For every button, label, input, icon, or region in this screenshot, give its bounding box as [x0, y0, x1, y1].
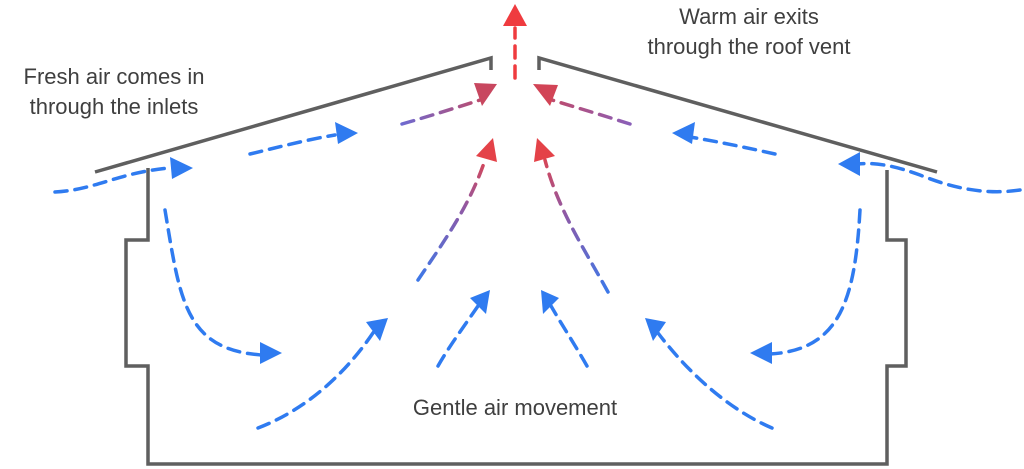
arrowhead-inlet-right	[838, 152, 860, 176]
center-left-flow-path	[436, 304, 480, 368]
arrowhead-warm-right-rise	[534, 138, 555, 162]
right-wall-flow-path	[768, 208, 862, 356]
inlet-right-path	[856, 161, 1022, 194]
arrowhead-center-left	[470, 290, 490, 314]
arrowhead-right-wall	[750, 342, 772, 364]
warm-upper-right-path	[550, 98, 632, 126]
left-roof	[94, 55, 493, 174]
fresh-air-paths	[53, 133, 1022, 430]
arrowhead-warm-upper-right	[533, 84, 558, 106]
arrowhead-left-wall	[260, 342, 282, 364]
warm-air-arrowheads	[474, 4, 558, 162]
inlet-label-line2: through the inlets	[29, 94, 199, 119]
inlet-left-path	[53, 166, 172, 194]
warm-upper-left-path	[400, 98, 482, 126]
arrowhead-inlet-left-upper	[335, 122, 358, 144]
inlet-label: Fresh air comes in through the inlets	[0, 62, 228, 122]
arrowhead-left-lower	[366, 318, 388, 341]
right-lower-flow-path	[656, 331, 774, 430]
left-wall-flow-path	[163, 208, 264, 357]
left-lower-flow-path	[256, 328, 377, 430]
center-label-text: Gentle air movement	[412, 395, 618, 420]
warm-right-rise-path	[543, 158, 610, 294]
vent-label: Warm air exits through the roof vent	[610, 2, 888, 62]
inlet-label-line1: Fresh air comes in	[23, 64, 205, 89]
arrowhead-inlet-left	[170, 157, 193, 179]
vent-label-line2: through the roof vent	[647, 34, 851, 59]
center-label: Gentle air movement	[370, 393, 660, 423]
arrowhead-warm-upper-left	[474, 83, 497, 106]
inlet-right-upper-path	[688, 135, 777, 156]
warm-air-paths	[400, 26, 632, 294]
arrowhead-roof-vent-exit	[503, 4, 527, 26]
fresh-air-arrowheads	[170, 122, 860, 364]
warm-left-rise-path	[416, 158, 487, 282]
center-right-flow-path	[549, 304, 589, 368]
building-outline	[94, 55, 938, 466]
right-roof	[537, 55, 938, 174]
arrowhead-right-lower	[645, 318, 666, 341]
left-wall	[124, 168, 908, 466]
inlet-left-upper-path	[248, 133, 337, 156]
arrowhead-warm-left-rise	[476, 138, 497, 162]
vent-label-line1: Warm air exits	[679, 4, 819, 29]
arrowhead-inlet-right-upper	[672, 122, 695, 144]
arrowhead-center-right	[541, 290, 559, 314]
